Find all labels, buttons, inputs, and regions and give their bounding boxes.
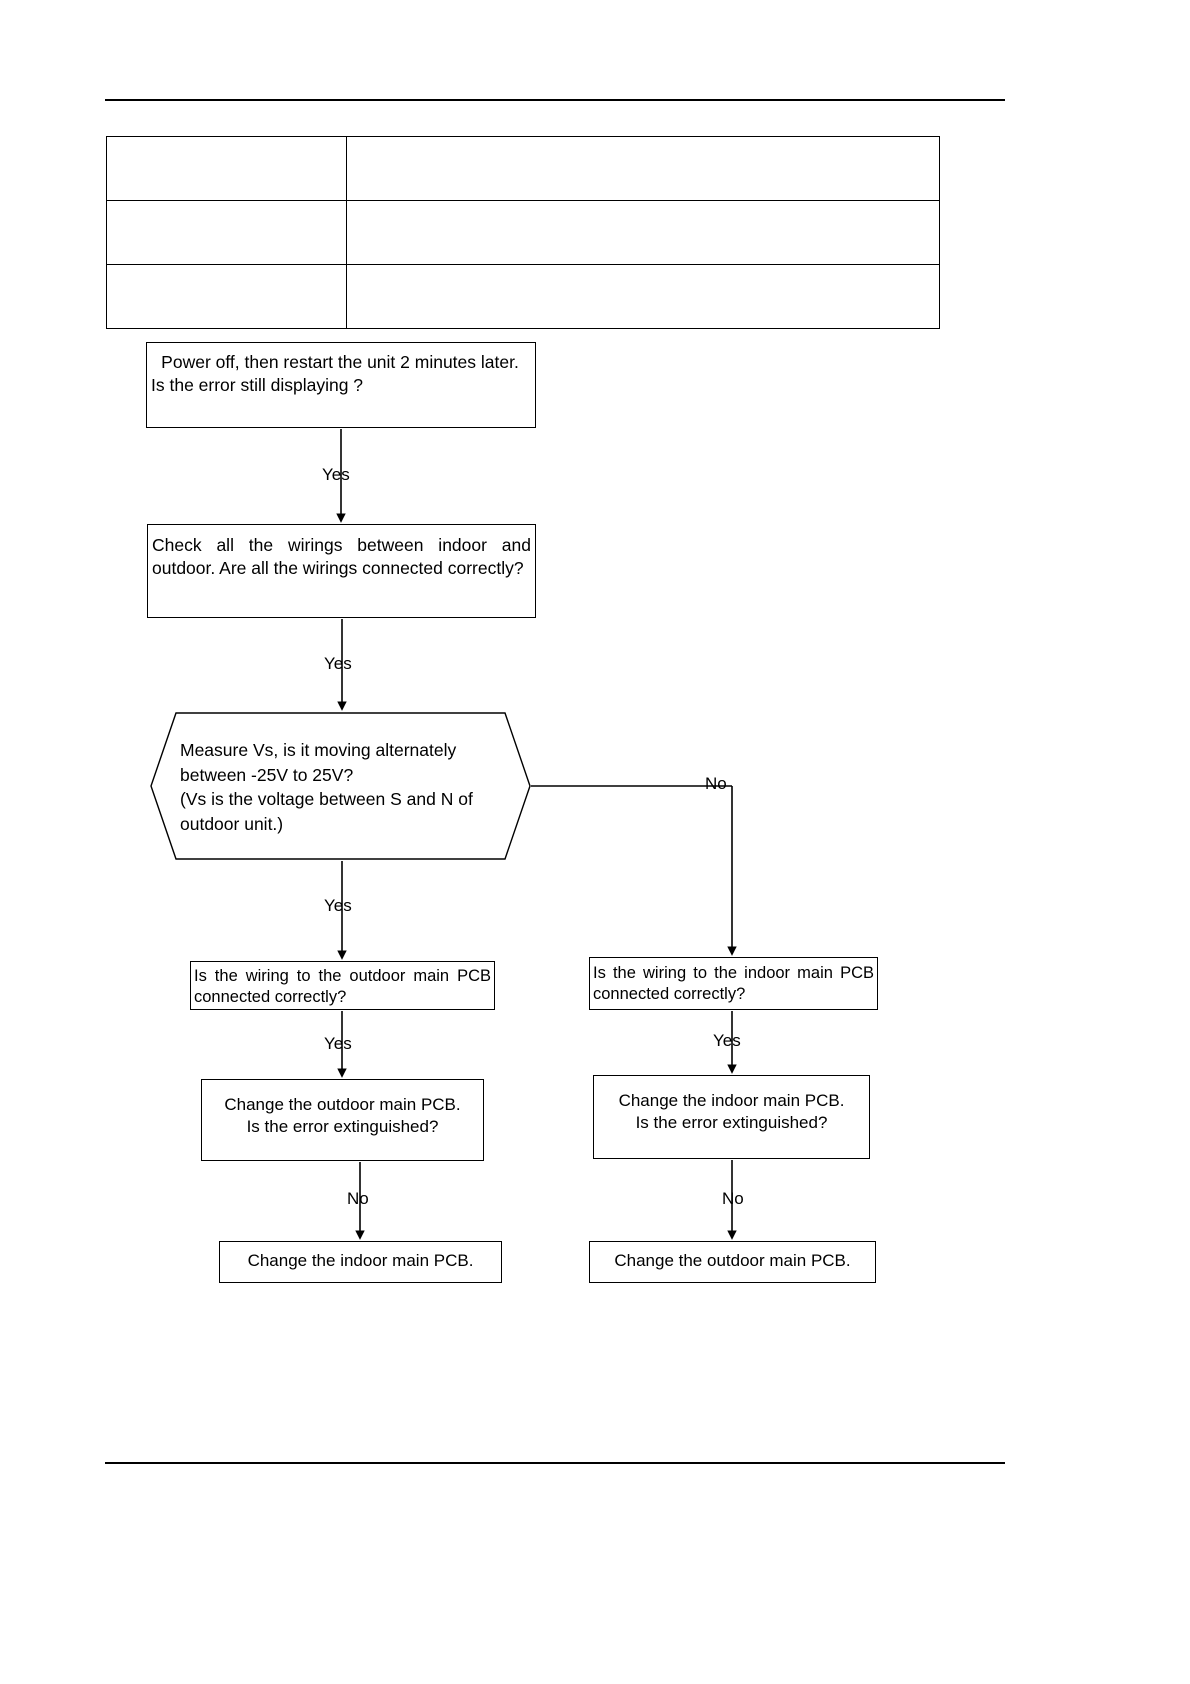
edge-label-yes-restart: Yes (322, 465, 350, 484)
node-outdoor-wiring: Is the wiring to the outdoor main PCB co… (190, 961, 495, 1010)
node-restart: Power off, then restart the unit 2 minut… (146, 342, 536, 428)
node-change-outdoor-pcb: Change the outdoor main PCB. Is the erro… (201, 1079, 484, 1161)
header-rule (105, 99, 1005, 101)
table-row (106, 200, 940, 265)
node-final-outdoor: Change the outdoor main PCB. (589, 1241, 876, 1283)
table-cell-value (346, 200, 940, 265)
node-final-indoor-text: Change the indoor main PCB. (247, 1251, 474, 1270)
footer-rule (105, 1462, 1005, 1464)
node-restart-line1: Power off, then restart the unit 2 minut… (161, 352, 519, 372)
edge-label-no-measure-vs: No (705, 774, 727, 793)
table-cell-label (106, 136, 347, 201)
node-measure-vs: Measure Vs, is it moving alternately bet… (150, 712, 531, 860)
node-measure-vs-line4: outdoor unit.) (180, 813, 284, 834)
node-measure-vs-line2: between -25V to 25V? (180, 764, 354, 785)
node-check-wirings: Check all the wirings between indoor and… (147, 524, 536, 618)
edge-label-yes-outdoor-wiring: Yes (324, 1034, 352, 1053)
edge-label-no-change-outdoor: No (347, 1189, 369, 1208)
table-row (106, 136, 940, 201)
info-table (106, 136, 940, 329)
node-measure-vs-text: Measure Vs, is it moving alternately bet… (180, 738, 505, 836)
node-indoor-wiring-text: Is the wiring to the indoor main PCB con… (593, 964, 874, 1004)
edge-label-no-change-indoor: No (722, 1189, 744, 1208)
table-cell-value (346, 264, 940, 329)
edge-label-yes-check-wirings: Yes (324, 654, 352, 673)
node-change-outdoor-pcb-line1: Change the outdoor main PCB. (224, 1095, 461, 1114)
node-indoor-wiring: Is the wiring to the indoor main PCB con… (589, 957, 878, 1010)
edge-label-yes-measure-vs: Yes (324, 896, 352, 915)
node-change-indoor-pcb: Change the indoor main PCB. Is the error… (593, 1075, 870, 1159)
node-change-indoor-pcb-line2: Is the error extinguished? (635, 1113, 828, 1133)
node-final-indoor: Change the indoor main PCB. (219, 1241, 502, 1283)
table-cell-value (346, 136, 940, 201)
node-outdoor-wiring-text: Is the wiring to the outdoor main PCB co… (194, 967, 491, 1007)
node-check-wirings-text: Check all the wirings between indoor and… (152, 535, 531, 578)
node-measure-vs-line1: Measure Vs, is it moving alternately (180, 740, 457, 760)
node-change-indoor-pcb-line1: Change the indoor main PCB. (618, 1091, 845, 1110)
hexagon-shape (150, 712, 531, 860)
table-row (106, 264, 940, 329)
node-measure-vs-line3: (Vs is the voltage between S and N of (180, 789, 473, 809)
node-restart-line2: Is the error still displaying ? (151, 374, 364, 395)
table-cell-label (106, 264, 347, 329)
node-final-outdoor-text: Change the outdoor main PCB. (614, 1251, 851, 1270)
node-change-outdoor-pcb-line2: Is the error extinguished? (246, 1117, 439, 1137)
edge-label-yes-indoor-wiring: Yes (713, 1031, 741, 1050)
